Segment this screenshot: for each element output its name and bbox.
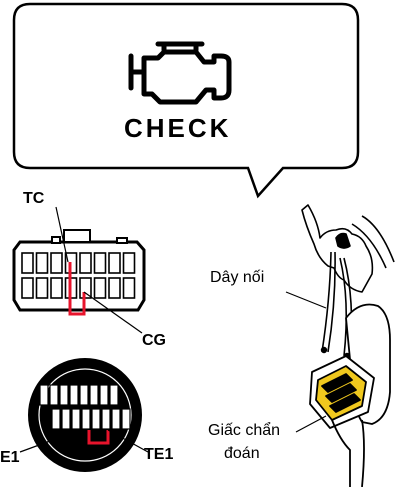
round-connector-pin <box>61 408 71 430</box>
round-connector-pin <box>71 408 81 430</box>
label-giac-chan-doan-line2: đoán <box>224 445 260 462</box>
leader-tc <box>55 206 69 263</box>
round-connector-pin <box>111 408 121 430</box>
jumper-wire-tc-cg <box>68 262 86 316</box>
leader-cg <box>83 291 143 334</box>
label-te1: TE1 <box>144 446 174 463</box>
connector-pin <box>50 277 63 299</box>
connector-pin <box>35 252 49 274</box>
connector-pin <box>35 277 49 299</box>
label-giac-chan-doan-line1: Giấc chẩn <box>208 422 281 439</box>
connector-pin <box>108 252 121 274</box>
round-connector-pin <box>49 384 59 406</box>
round-connector-pin <box>101 408 111 430</box>
label-e1: E1 <box>0 449 20 466</box>
label-cg: CG <box>142 332 166 349</box>
leader-giac-chan-doan <box>295 415 327 433</box>
round-connector-pin <box>81 408 91 430</box>
round-connector-pins <box>39 384 131 430</box>
leader-e1 <box>19 429 81 453</box>
jumper-wire-e1-te1 <box>87 430 110 445</box>
round-connector-pin <box>121 408 131 430</box>
connector-pin <box>93 277 107 299</box>
connector-pin <box>122 277 136 299</box>
round-connector-pin <box>51 408 61 430</box>
connector-pin <box>108 277 121 299</box>
connector-pin <box>21 277 34 299</box>
leader-te1 <box>107 429 149 453</box>
round-connector-pin <box>109 384 119 406</box>
round-connector-pin <box>91 408 101 430</box>
check-label: CHECK <box>124 113 232 143</box>
diagnostic-connector-illustration <box>309 303 391 487</box>
round-connector-pin <box>39 384 49 406</box>
round-connector-pin <box>99 384 109 406</box>
round-connector-pin <box>89 384 99 406</box>
check-engine-icon <box>128 41 232 105</box>
connector-pin <box>50 252 63 274</box>
connector-pin <box>122 252 136 274</box>
round-connector-pin <box>79 384 89 406</box>
leader-day-noi <box>285 291 327 309</box>
jumper-wire-illustration <box>320 251 353 360</box>
round-connector-pin <box>59 384 69 406</box>
hand-illustration <box>301 204 395 293</box>
label-tc: TC <box>23 190 45 207</box>
round-connector-pin <box>69 384 79 406</box>
label-day-noi: Dây nối <box>210 269 265 286</box>
connector-pin <box>93 252 107 274</box>
connector-pin <box>21 252 34 274</box>
connector-pin <box>79 252 92 274</box>
